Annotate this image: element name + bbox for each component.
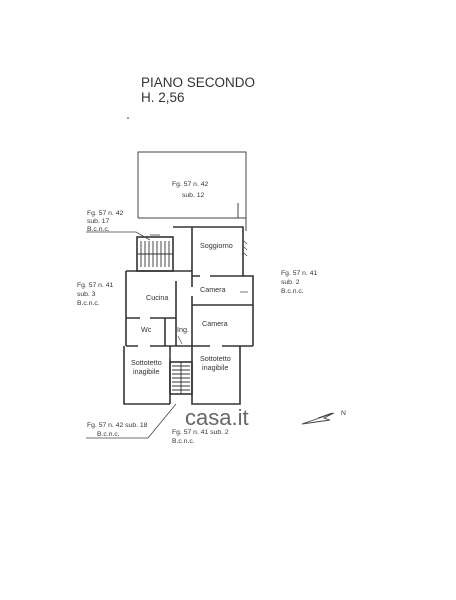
room-camera-1: Camera	[200, 285, 226, 294]
room-sottotetto-right-line1: Sottotetto	[200, 354, 231, 363]
room-sottotetto-left-line1: Sottotetto	[131, 358, 162, 367]
watermark: casa.it	[185, 405, 249, 430]
room-camera-2: Camera	[202, 319, 228, 328]
parcel-right-line2: sub. 2	[281, 279, 300, 286]
room-sottotetto-right-line2: inagibile	[202, 363, 228, 372]
parcel-bottom-left-line1: Fg. 57 n. 42 sub. 18	[87, 422, 148, 429]
room-ingresso: Ing.	[177, 325, 189, 334]
stairs-lower	[172, 362, 190, 394]
parcel-left-line3: B.c.n.c.	[77, 300, 100, 307]
parcel-top-line2: sub. 12	[182, 192, 205, 199]
parcel-upper-left-line3: B.c.n.c.	[87, 226, 110, 233]
parcel-right-line3: B.c.n.c.	[281, 288, 304, 295]
parcel-bottom-left-line2: B.c.n.c.	[97, 431, 120, 438]
north-arrow-icon	[301, 412, 335, 425]
speck	[127, 117, 129, 119]
parcel-right-line1: Fg. 57 n. 41	[281, 270, 317, 277]
parcel-upper-left-line2: sub. 17	[87, 218, 110, 225]
parcel-left-line1: Fg. 57 n. 41	[77, 282, 113, 289]
room-soggiorno: Soggiorno	[200, 241, 233, 250]
floor-title: PIANO SECONDO	[141, 75, 255, 90]
parcel-left-line2: sub. 3	[77, 291, 96, 298]
room-cucina: Cucina	[146, 293, 168, 302]
room-sottotetto-left-line2: inagibile	[133, 367, 159, 376]
north-label: N	[341, 410, 346, 417]
room-wc: Wc	[141, 325, 152, 334]
parcel-bottom-right-line2: B.c.n.c.	[172, 438, 195, 445]
stairs-upper	[137, 241, 173, 267]
leader-lines	[86, 231, 177, 439]
parcel-upper-left-line1: Fg. 57 n. 42	[87, 210, 123, 217]
door-marks	[138, 274, 222, 348]
parcel-bottom-right-line1: Fg. 57 n. 41 sub. 2	[172, 429, 229, 436]
hatching	[169, 239, 248, 358]
parcel-top-outline	[137, 151, 247, 231]
parcel-top-line1: Fg. 57 n. 42	[172, 181, 208, 188]
floor-height: H. 2,56	[141, 90, 185, 105]
